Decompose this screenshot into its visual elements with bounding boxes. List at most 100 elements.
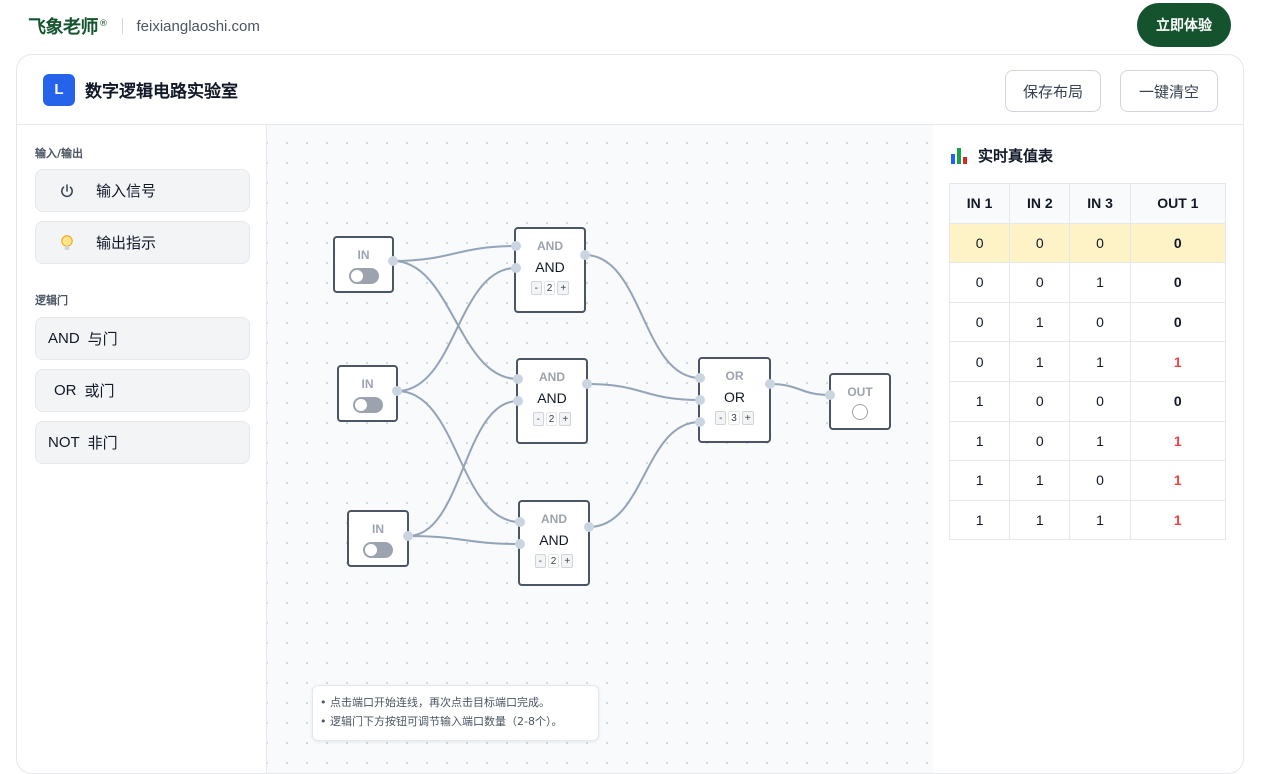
and-gate-node-1[interactable]: AND AND - 2 +	[514, 227, 586, 313]
input-2-out-port[interactable]	[392, 386, 402, 396]
increase-ports-button[interactable]: +	[557, 281, 570, 295]
input-cell: 0	[1069, 460, 1131, 501]
input-signal-button[interactable]: 输入信号	[35, 169, 250, 212]
input-cell: 0	[1009, 262, 1071, 303]
brand-logo[interactable]: 飞象老师®	[28, 13, 108, 39]
wire-layer	[392, 245, 831, 545]
or-gate-button[interactable]: OR 或门	[35, 369, 250, 412]
port-count: 2	[547, 554, 560, 568]
site-domain: feixianglaoshi.com	[136, 17, 260, 35]
wire-in2-and3	[396, 390, 521, 523]
clear-all-button[interactable]: 一键清空	[1120, 70, 1218, 112]
truth-table-header-row: IN 1 IN 2 IN 3 OUT 1	[948, 183, 1227, 224]
and-gate-node-2[interactable]: AND AND - 2 +	[516, 358, 588, 444]
input-cell: 1	[1009, 499, 1071, 541]
and-2-in-port-2[interactable]	[513, 396, 523, 406]
and-gate-name: AND	[48, 330, 80, 347]
decrease-ports-button[interactable]: -	[715, 411, 727, 425]
save-layout-button[interactable]: 保存布局	[1005, 70, 1101, 112]
hint-box: • 点击端口开始连线，再次点击目标端口完成。 • 逻辑门下方按钮可调节输入端口数…	[312, 685, 599, 741]
truth-table-title: 实时真值表	[978, 147, 1054, 165]
or-in-port-1[interactable]	[695, 373, 705, 383]
port-count: 2	[543, 281, 556, 295]
output-node-label: OUT	[847, 385, 873, 399]
decrease-ports-button[interactable]: -	[532, 412, 544, 426]
input-cell: 0	[1069, 380, 1131, 422]
output-cell: 1	[1129, 499, 1227, 541]
try-now-button[interactable]: 立即体验	[1137, 3, 1231, 47]
wire-and2-or	[586, 383, 701, 401]
output-cell: 1	[1129, 420, 1227, 462]
output-indicator-label: 输出指示	[96, 234, 157, 252]
increase-ports-button[interactable]: +	[561, 554, 574, 568]
and-3-in-port-1[interactable]	[515, 517, 525, 527]
port-count: 2	[545, 412, 558, 426]
output-indicator-button[interactable]: 输出指示	[35, 221, 250, 264]
and-2-in-port-1[interactable]	[513, 374, 523, 384]
input-toggle[interactable]	[352, 397, 383, 413]
input-node-label: IN	[361, 377, 374, 391]
input-node-label: IN	[372, 522, 384, 536]
output-node[interactable]: OUT	[829, 373, 891, 430]
truth-table-heading: 实时真值表	[951, 145, 1053, 166]
input-cell: 1	[1009, 301, 1071, 343]
and-3-in-port-2[interactable]	[515, 539, 525, 549]
column-header: IN 1	[948, 183, 1011, 224]
and-2-out-port[interactable]	[582, 379, 592, 389]
and-1-in-port-1[interactable]	[511, 241, 521, 251]
app-logo: L	[43, 73, 75, 106]
or-gate-node[interactable]: OR OR - 3 +	[698, 357, 771, 443]
and-3-out-port[interactable]	[584, 522, 594, 532]
output-cell: 0	[1129, 301, 1227, 343]
wire-and1-or	[584, 254, 701, 379]
decrease-ports-button[interactable]: -	[530, 281, 542, 295]
site-bar: 飞象老师® feixianglaoshi.com 立即体验	[0, 0, 1265, 52]
brand-name: 飞象老师	[28, 17, 99, 38]
gate-label: AND	[535, 259, 565, 275]
output-in-port[interactable]	[825, 390, 835, 400]
input-cell: 1	[1069, 499, 1131, 541]
decrease-ports-button[interactable]: -	[534, 554, 546, 568]
and-1-in-port-2[interactable]	[511, 263, 521, 273]
circuit-canvas[interactable]: IN IN IN AND AND - 2 + AND	[267, 125, 933, 773]
input-signal-label: 输入信号	[96, 182, 157, 200]
or-in-port-3[interactable]	[695, 417, 705, 427]
input-cell: 0	[1009, 222, 1071, 264]
lightbulb-icon	[56, 234, 78, 252]
input-node-2[interactable]: IN	[337, 365, 398, 422]
input-3-out-port[interactable]	[403, 531, 413, 541]
input-toggle[interactable]	[363, 542, 393, 558]
column-header: OUT 1	[1129, 183, 1227, 224]
hint-line: • 点击端口开始连线，再次点击目标端口完成。	[320, 696, 550, 709]
port-count-stepper: - 3 +	[715, 411, 754, 425]
port-count-stepper: - 2 +	[532, 412, 572, 426]
and-gate-button[interactable]: AND 与门	[35, 317, 250, 360]
gate-label: AND	[539, 532, 569, 548]
input-node-3[interactable]: IN	[347, 510, 409, 567]
increase-ports-button[interactable]: +	[741, 411, 754, 425]
input-toggle[interactable]	[348, 268, 379, 284]
output-cell: 0	[1129, 222, 1227, 264]
or-in-port-2[interactable]	[695, 395, 705, 405]
wire-in2-and1	[396, 267, 517, 392]
and-gate-node-3[interactable]: AND AND - 2 +	[518, 500, 590, 586]
increase-ports-button[interactable]: +	[559, 412, 572, 426]
wire-and3-or	[588, 421, 701, 528]
input-cell: 0	[1009, 380, 1071, 422]
not-gate-button[interactable]: NOT 非门	[35, 421, 250, 464]
or-out-port[interactable]	[765, 379, 775, 389]
input-cell: 1	[948, 460, 1011, 501]
gate-type-caption: AND	[537, 239, 563, 253]
output-lamp	[852, 404, 868, 420]
column-header: IN 3	[1069, 183, 1131, 224]
input-node-1[interactable]: IN	[333, 236, 394, 293]
input-1-out-port[interactable]	[388, 256, 398, 266]
gate-type-caption: AND	[539, 370, 565, 384]
output-cell: 1	[1129, 341, 1227, 382]
power-icon	[56, 183, 78, 199]
output-cell: 0	[1129, 380, 1227, 422]
output-cell: 0	[1129, 262, 1227, 303]
and-1-out-port[interactable]	[580, 250, 590, 260]
